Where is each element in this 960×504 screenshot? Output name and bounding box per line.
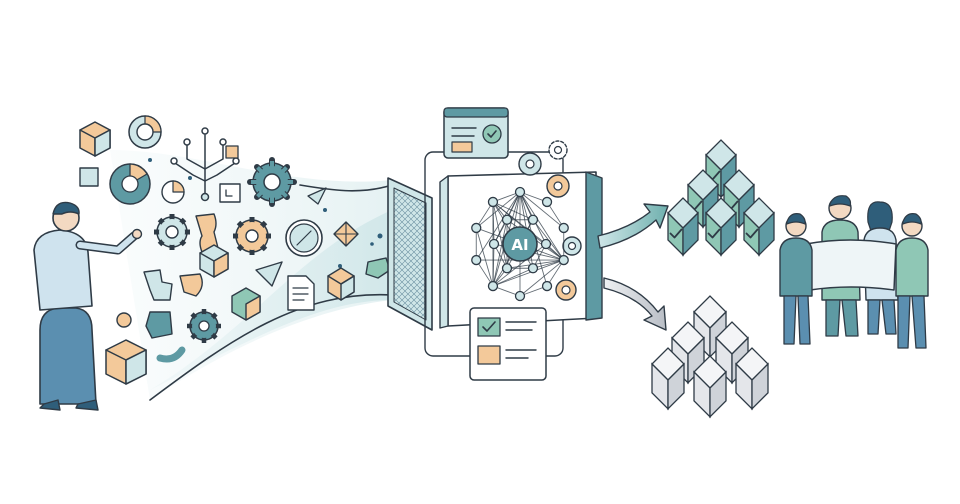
network-node	[540, 238, 552, 250]
calendar-icon	[219, 183, 241, 203]
neural-network-icon	[471, 186, 569, 302]
network-node	[471, 254, 482, 266]
network-node	[487, 280, 499, 292]
cube-icon	[327, 267, 355, 301]
network-link	[546, 201, 565, 229]
cube-icon	[735, 347, 769, 411]
input-icons-cluster	[79, 115, 424, 385]
data-flow-funnel	[110, 150, 393, 401]
network-node	[527, 263, 539, 274]
checked-cube-icon	[687, 169, 719, 229]
gear-icon	[154, 214, 190, 250]
dot-icon	[116, 312, 132, 328]
network-link	[492, 259, 564, 287]
network-node	[558, 254, 569, 266]
team-member	[895, 213, 929, 349]
ai-label: AI	[511, 236, 528, 254]
network-node	[527, 214, 539, 225]
checked-cube-icon	[667, 197, 699, 257]
document-icon	[287, 275, 315, 311]
cube-icon	[693, 295, 727, 359]
whiteboard-icon	[805, 239, 897, 291]
network-link	[475, 227, 494, 287]
network-link	[492, 201, 547, 245]
circuit-tree-icon	[170, 127, 240, 202]
gear-icon	[233, 217, 271, 255]
network-link	[492, 243, 495, 287]
network-link	[492, 219, 508, 287]
puzzle-piece-icon	[145, 311, 173, 339]
curve-icon	[156, 346, 186, 363]
ai-label-badge: AI	[502, 226, 538, 262]
team-member	[779, 213, 813, 345]
puzzle-piece-icon	[143, 269, 173, 301]
pie-chart-icon	[109, 163, 151, 205]
mesh-filter-icon	[387, 177, 433, 331]
cursor-arrow-icon	[255, 261, 283, 287]
cube-icon	[79, 121, 111, 157]
network-node	[471, 222, 482, 234]
network-link	[492, 243, 547, 287]
puzzle-piece-icon	[179, 273, 203, 297]
donut-chart-icon	[128, 115, 162, 149]
gear-icon	[562, 236, 582, 256]
output-arrow-top	[597, 203, 669, 249]
network-link	[492, 201, 508, 269]
compass-icon	[285, 219, 323, 257]
network-node	[488, 238, 500, 250]
team-icon	[779, 195, 929, 349]
cube-icon	[105, 339, 147, 385]
cube-icon	[693, 355, 727, 419]
gear-icon	[247, 157, 297, 207]
network-link	[519, 259, 565, 297]
cube-icon	[231, 287, 261, 321]
cube-icon	[651, 347, 685, 411]
network-link	[546, 259, 565, 287]
network-link	[492, 201, 534, 221]
puzzle-piece-icon	[365, 257, 391, 279]
output-arrow-bottom	[603, 277, 667, 331]
person-icon	[33, 201, 143, 411]
gray-blocks-pyramid	[651, 295, 769, 419]
gear-icon	[187, 309, 221, 343]
network-node	[514, 186, 526, 198]
gear-icon	[555, 279, 577, 301]
diamond-icon	[333, 221, 359, 247]
cursor-arrow-icon	[307, 187, 327, 205]
network-link	[532, 259, 564, 269]
network-node	[541, 196, 553, 208]
network-node	[558, 222, 569, 234]
checked-blocks-pyramid	[667, 139, 775, 257]
network-node	[501, 263, 513, 274]
checked-cube-icon	[743, 197, 775, 257]
gear-icon	[548, 140, 568, 160]
square-icon	[79, 167, 99, 187]
checklist-card-icon	[469, 307, 547, 381]
checked-cube-icon	[705, 197, 737, 257]
network-node	[501, 214, 513, 225]
network-link	[519, 191, 565, 261]
cube-icon	[199, 244, 229, 278]
network-link	[475, 259, 494, 287]
pie-chart-small-icon	[161, 180, 185, 204]
gear-icon	[518, 152, 542, 176]
gear-icon	[546, 174, 570, 198]
gears-cluster	[518, 140, 582, 301]
tile-icon	[225, 145, 239, 159]
network-node	[541, 280, 553, 292]
network-link	[492, 267, 534, 287]
network-node	[514, 290, 526, 302]
network-link	[475, 201, 494, 229]
network-link	[519, 191, 565, 229]
network-link	[492, 201, 495, 245]
checklist-card-icon	[443, 107, 509, 159]
network-node	[487, 196, 499, 208]
